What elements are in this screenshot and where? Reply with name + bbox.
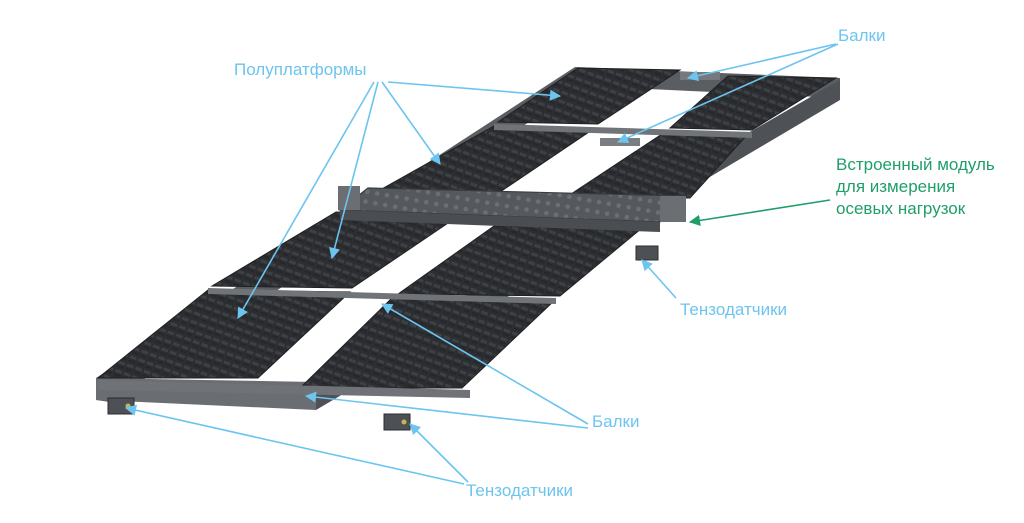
label-sensors-bottom: Тензодатчики — [466, 481, 574, 500]
beam-mid-1 — [208, 288, 556, 304]
callout-line-beam-top — [686, 43, 837, 82]
callout-line-half-platform — [237, 81, 375, 319]
callout-line-sensor-bottom — [124, 404, 465, 485]
label-half-platforms: Полуплатформы — [234, 60, 367, 79]
callout-line-half-platform — [329, 81, 379, 260]
label-axle-module-line2: для измерения — [836, 177, 956, 196]
callout-line-beam-bottom — [381, 303, 589, 425]
callout-line-beam-top — [616, 43, 839, 144]
axle-module-side — [340, 210, 660, 232]
callout-line-half-platform — [387, 81, 562, 101]
callout-line-sensor-bottom — [409, 423, 469, 483]
half-platform-l4 — [496, 67, 682, 125]
label-beams-bottom: Балки — [592, 412, 640, 431]
load-cell-front-mid — [383, 413, 411, 431]
beam-front — [98, 380, 470, 398]
callout-line-sensor-right — [641, 259, 677, 299]
load-cells — [107, 245, 659, 431]
callout-line-beam-bottom — [304, 391, 589, 429]
half-platform-r4 — [668, 75, 838, 131]
right-half-platforms — [298, 75, 838, 389]
load-cell-right — [635, 245, 659, 261]
load-cell-indicator — [401, 419, 407, 425]
label-beams-top: Балки — [838, 26, 886, 45]
callout-line-axle-module — [688, 199, 831, 226]
beam-center-link — [600, 138, 640, 146]
label-axle-module-line1: Встроенный модуль — [836, 155, 995, 174]
axle-module-end-right — [660, 196, 686, 222]
half-platform-r2 — [396, 225, 644, 297]
label-axle-module: Встроенный модуль для измерения осевых н… — [836, 154, 995, 220]
half-platform-l3 — [378, 125, 597, 193]
label-sensors-right: Тензодатчики — [680, 300, 788, 319]
callout-line-half-platform — [381, 81, 441, 165]
half-platform-l1 — [96, 289, 352, 379]
callout-lines — [124, 43, 839, 485]
beam-mid-2 — [494, 124, 752, 138]
half-platform-r1 — [298, 297, 557, 389]
axle-module-end-left — [338, 186, 360, 210]
label-axle-module-line3: осевых нагрузок — [836, 199, 966, 218]
axle-load-module — [338, 186, 686, 232]
